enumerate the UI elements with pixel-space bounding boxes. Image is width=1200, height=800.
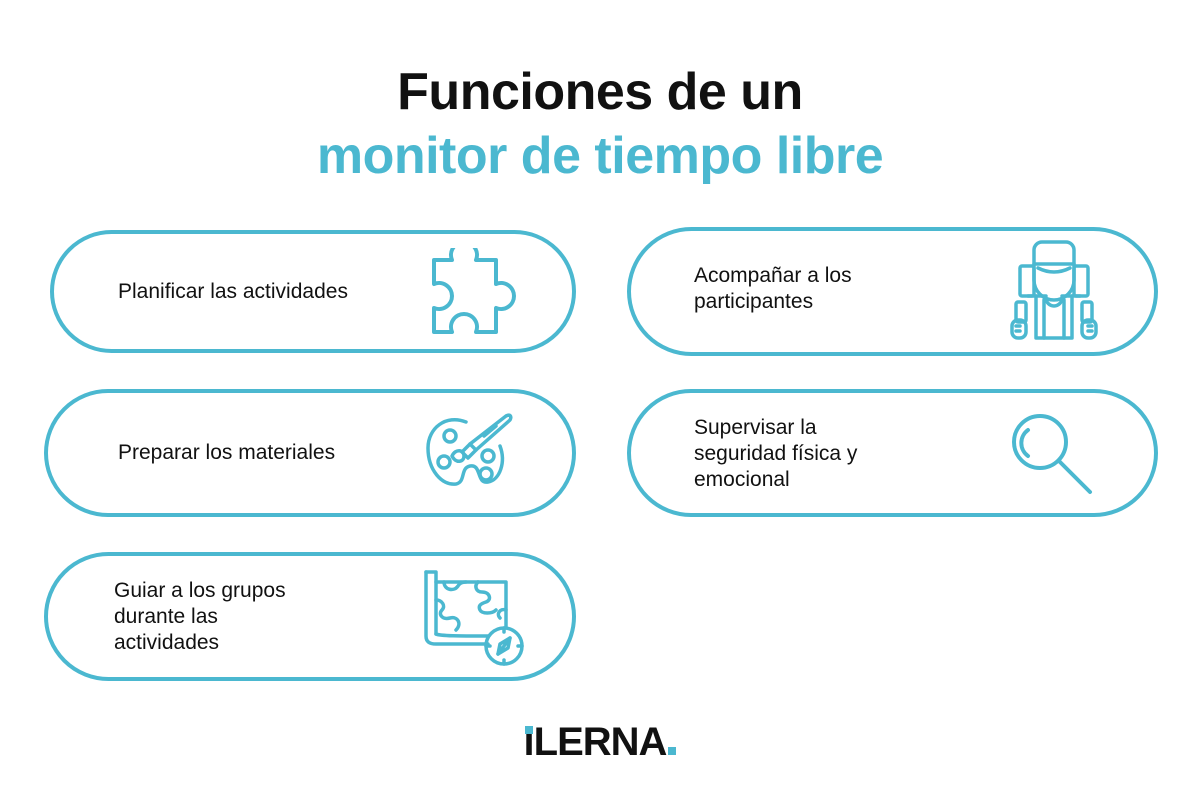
function-label-line3: actividades bbox=[114, 631, 220, 654]
function-card-planificar bbox=[50, 230, 576, 353]
puzzle-icon bbox=[430, 248, 522, 336]
function-label-line2: durante las bbox=[114, 605, 218, 628]
function-label-line2: participantes bbox=[694, 290, 814, 313]
logo-i-dot bbox=[524, 726, 533, 734]
function-label-line1: Guiar a los grupos bbox=[114, 579, 286, 602]
map-compass-icon bbox=[420, 566, 530, 666]
function-label-line3: emocional bbox=[694, 468, 790, 491]
paint-palette-icon bbox=[424, 410, 516, 490]
function-card-preparar bbox=[44, 389, 576, 517]
function-label-line1: Acompañar a los bbox=[694, 264, 852, 287]
logo-text: LERNA bbox=[533, 720, 668, 764]
logo-period-dot bbox=[668, 747, 677, 755]
page-title-line1: Funciones de un bbox=[397, 63, 803, 121]
magnifier-icon bbox=[1008, 412, 1098, 498]
page-title-line2: monitor de tiempo libre bbox=[316, 127, 884, 185]
hiker-backpack-icon bbox=[1008, 236, 1100, 344]
function-label: Planificar las actividades bbox=[118, 280, 348, 303]
function-label-line2: seguridad física y bbox=[694, 442, 858, 465]
logo-i: i bbox=[523, 720, 535, 764]
function-label-line1: Supervisar la bbox=[694, 416, 817, 439]
function-label: Preparar los materiales bbox=[118, 441, 336, 464]
function-card-guiar bbox=[44, 552, 576, 681]
function-card-supervisar bbox=[627, 389, 1158, 517]
